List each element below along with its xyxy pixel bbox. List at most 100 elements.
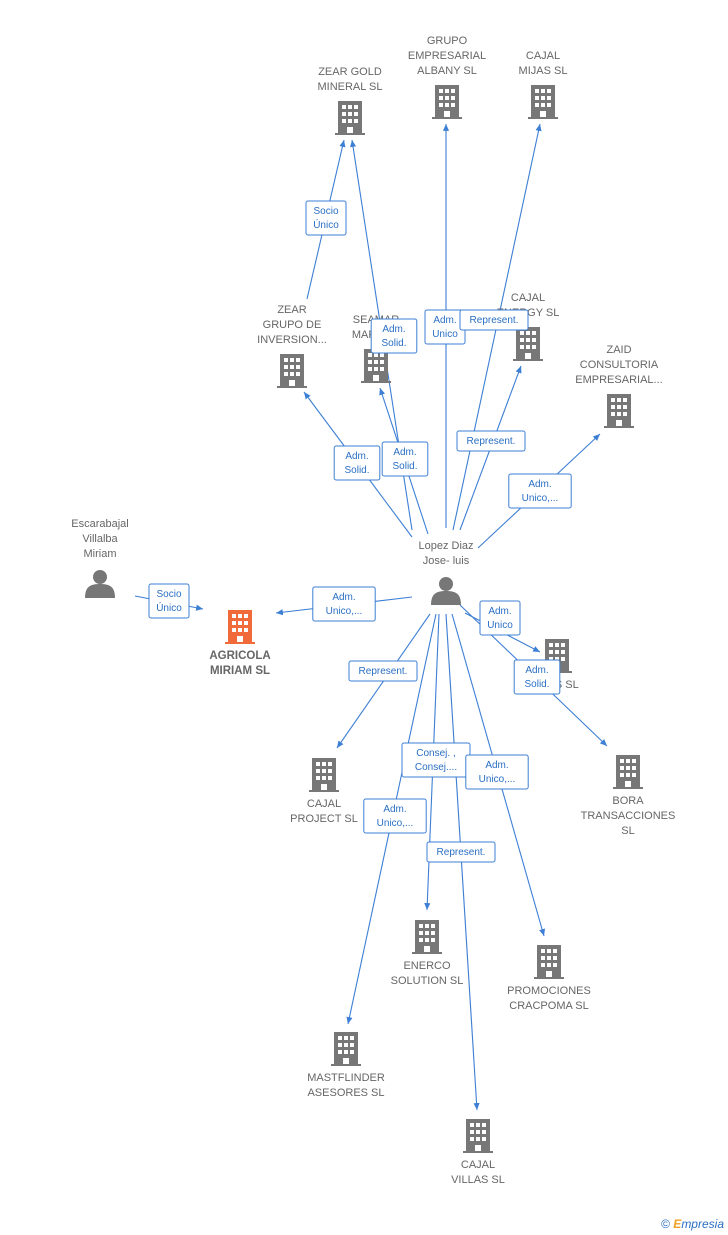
edge-label-text: Adm.: [525, 665, 548, 676]
edge-label-lopez-to-enerco[interactable]: Consej. , Consej....: [401, 742, 471, 778]
node-label: INVERSION...: [257, 334, 327, 346]
edge-label-text: Consej....: [415, 762, 457, 773]
edge-label-box: [465, 754, 529, 790]
edge-label-lopez-to-agricola[interactable]: Adm.Unico,...: [312, 586, 376, 622]
edge-label-lopez-to-cajal_ias[interactable]: Adm. Unico: [479, 600, 521, 636]
edge-label-lopez-to-zear_gold[interactable]: Adm.Solid.: [370, 318, 418, 354]
building-icon: [463, 1119, 493, 1153]
edge-label-text: Represent.: [467, 436, 516, 447]
building-icon: [604, 394, 634, 428]
brand-logo-e: E: [673, 1217, 682, 1231]
edge-label-lopez-to-bora[interactable]: Adm. Solid.: [513, 659, 561, 695]
footer-brand[interactable]: © Empresia: [661, 1217, 724, 1231]
edge-label-lopez-to-cajal_mijas[interactable]: Represent.: [459, 309, 529, 331]
edge-label-box: [348, 660, 418, 682]
building-icon: [277, 354, 307, 388]
edge-label-box: [456, 430, 526, 452]
node-label: ALBANY SL: [417, 65, 477, 77]
node-label: PROMOCIONES: [507, 985, 591, 997]
building-icon: [412, 920, 442, 954]
person-icon: [85, 570, 115, 598]
edge-label-lopez-to-zaid[interactable]: Adm. Unico,...: [508, 473, 572, 509]
node-label: ZAID: [606, 344, 631, 356]
edge-label-text: Unico,...: [326, 606, 363, 617]
node-label: Villalba: [82, 533, 118, 545]
edge-label-text: Adm.: [383, 804, 406, 815]
edge-label-text: Unico: [487, 620, 513, 631]
edge-label-box: [370, 318, 418, 354]
edge-label-text: Consej. ,: [416, 748, 455, 759]
node-label: Jose- luis: [423, 555, 470, 567]
building-icon: [534, 945, 564, 979]
edge-label-box: [333, 445, 381, 481]
edge-label-text: Unico,...: [522, 493, 559, 504]
edge-label-text: Solid.: [344, 465, 369, 476]
edge-label-lopez-to-seamar[interactable]: Adm. Solid.: [381, 441, 429, 477]
edge-label-text: Adm.: [345, 451, 368, 462]
node-label: Lopez Diaz: [418, 540, 473, 552]
node-label: CONSULTORIA: [580, 359, 659, 371]
building-icon: [432, 85, 462, 119]
node-label: MIRIAM SL: [210, 665, 270, 677]
node-cajal_mijas[interactable]: CAJAL MIJAS SL: [519, 50, 568, 119]
node-label: GRUPO: [427, 35, 468, 47]
edge-label-lopez-to-albany[interactable]: Adm. Unico: [424, 309, 466, 345]
edge-label-text: Socio: [156, 589, 181, 600]
edge-label-box: [459, 309, 529, 331]
node-label: CAJAL: [307, 798, 341, 810]
node-label: ASESORES SL: [307, 1087, 384, 1099]
node-zear_gold[interactable]: ZEAR GOLD MINERAL SL: [317, 66, 383, 135]
edge-label-box: [508, 473, 572, 509]
edge-label-lopez-to-cajal_project[interactable]: Represent.: [348, 660, 418, 682]
edge-label-lopez-to-cajal_villas[interactable]: Represent.: [426, 841, 496, 863]
node-label: ZEAR: [277, 304, 306, 316]
edge-label-text: Solid.: [392, 461, 417, 472]
node-agricola[interactable]: AGRICOLA MIRIAM SL: [209, 610, 271, 677]
brand-name: mpresia: [681, 1217, 724, 1231]
edge-label-text: Adm.: [393, 447, 416, 458]
node-label: AGRICOLA: [209, 650, 270, 662]
node-label: CAJAL: [526, 50, 560, 62]
node-zaid[interactable]: ZAID CONSULTORIA EMPRESARIAL...: [575, 344, 663, 428]
node-label: MIJAS SL: [519, 65, 568, 77]
node-label: MINERAL SL: [317, 81, 382, 93]
edge-label-text: Adm.: [485, 760, 508, 771]
edge-label-lopez-to-zear_grupo[interactable]: Adm. Solid.: [333, 445, 381, 481]
node-label: SL: [621, 825, 634, 837]
edge-label-text: Solid.: [381, 338, 406, 349]
edge-label-lopez-to-mastflinder[interactable]: Adm.Unico,...: [363, 798, 427, 834]
edge-label-text: Adm.: [433, 315, 456, 326]
edge-label-text: Unico,...: [479, 774, 516, 785]
building-icon: [361, 349, 391, 383]
edge-label-box: [305, 200, 347, 236]
edge-label-text: Unico: [432, 329, 458, 340]
node-label: EMPRESARIAL...: [575, 374, 662, 386]
edge-label-text: Represent.: [437, 847, 486, 858]
node-label: SOLUTION SL: [391, 975, 464, 987]
node-label: Miriam: [84, 548, 117, 560]
edge-label-lopez-to-cajal_energy[interactable]: Represent.: [456, 430, 526, 452]
edge-label-text: Represent.: [470, 315, 519, 326]
edge-label-box: [148, 583, 190, 619]
edge-label-text: Adm.: [488, 606, 511, 617]
edge-label-text: Adm.: [528, 479, 551, 490]
edge-label-box: [479, 600, 521, 636]
building-icon: [528, 85, 558, 119]
edge-label-lopez-to-promociones[interactable]: Adm. Unico,...: [465, 754, 529, 790]
edge-label-text: Solid.: [524, 679, 549, 690]
node-label: ZEAR GOLD: [318, 66, 382, 78]
node-label: VILLAS SL: [451, 1174, 505, 1186]
